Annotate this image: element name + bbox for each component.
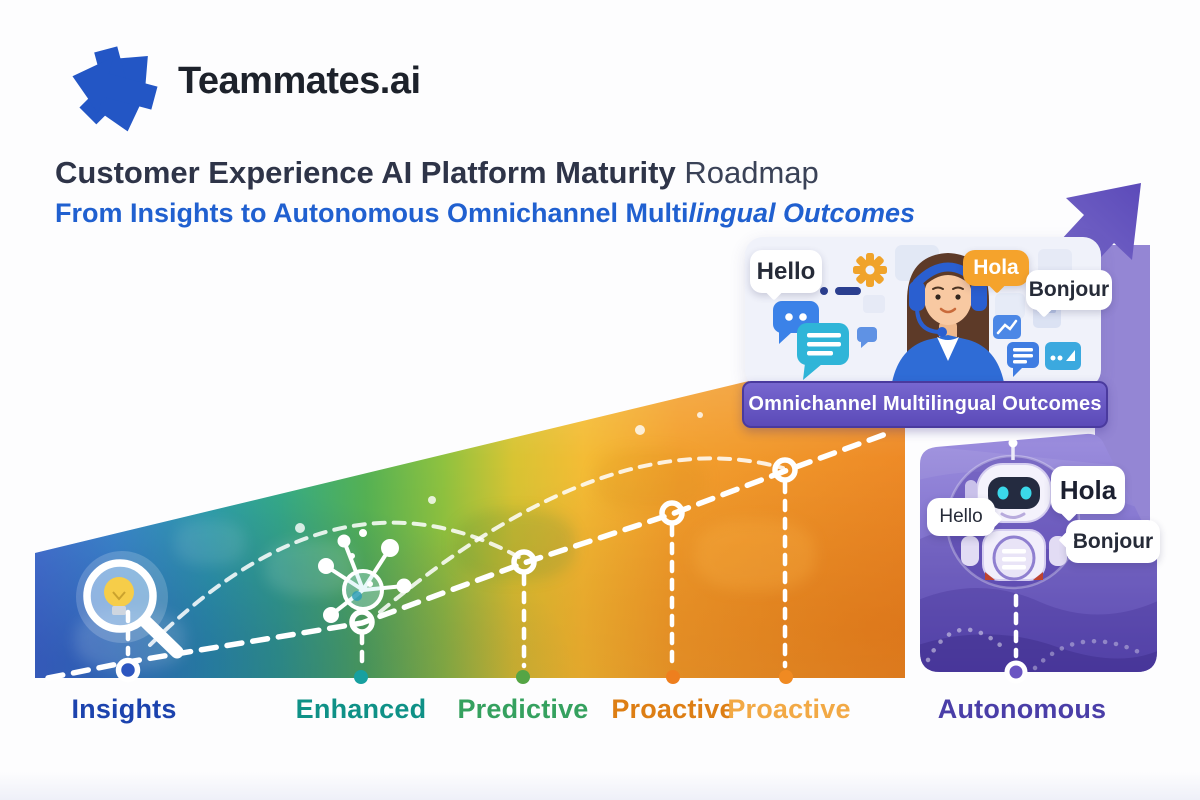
list-chat-icon — [1007, 342, 1039, 377]
card-bubble-hello: Hello — [750, 250, 822, 301]
bubble-tail — [1060, 504, 1078, 522]
card-bubble-bonjour: Bonjour — [1026, 270, 1112, 318]
page-subtitle-italic: lingual Outcomes — [688, 198, 916, 228]
brand-name: Teammates.ai — [178, 60, 421, 102]
texture-blob — [695, 520, 815, 590]
card-bubble-hola: Hola — [963, 250, 1029, 294]
texture-blob — [455, 510, 575, 580]
page-title-strong: Customer Experience AI Platform Maturity — [55, 155, 676, 190]
texture-blob — [595, 450, 705, 510]
texture-blob — [265, 540, 355, 595]
milestone-label-insights: Insights — [71, 694, 177, 724]
milestone-ring-autonomous — [1004, 660, 1028, 684]
support-agent-illustration — [891, 253, 1005, 388]
banner-omnichannel: Omnichannel Multilingual Outcomes — [742, 381, 1108, 428]
milestone-label-autonomous: Autonomous — [937, 694, 1107, 724]
teammates-logo-icon — [72, 46, 158, 132]
milestone-label-enhanced: Enhanced — [295, 694, 427, 724]
bubble-tail — [985, 510, 1003, 528]
milestone-label-proactive2: Proactive — [727, 694, 851, 724]
milestone-label-predictive: Predictive — [457, 694, 589, 724]
bottom-fade — [0, 772, 1200, 800]
chat-bubble-lines-icon — [797, 323, 849, 380]
robot-bubble-bonjour: Bonjour — [1058, 520, 1160, 563]
page-title-light: Roadmap — [675, 155, 819, 190]
page-subtitle-plain: From Insights to Autonomous Omnichannel … — [55, 198, 689, 228]
robot-bubble-hello: Hello — [927, 498, 1003, 536]
page-title: Customer Experience AI Platform Maturity… — [55, 155, 819, 191]
mini-chat-icon — [857, 327, 877, 348]
texture-blob — [175, 520, 245, 565]
robot-bubble-hola: Hola — [1051, 466, 1125, 522]
gear-icon — [853, 253, 887, 287]
send-widget-icon — [1045, 342, 1081, 370]
page-subtitle: From Insights to Autonomous Omnichannel … — [55, 198, 915, 229]
texture-blob — [75, 610, 185, 670]
milestone-label-proactive1: Proactive — [611, 694, 735, 724]
trend-widget-icon — [993, 315, 1021, 339]
